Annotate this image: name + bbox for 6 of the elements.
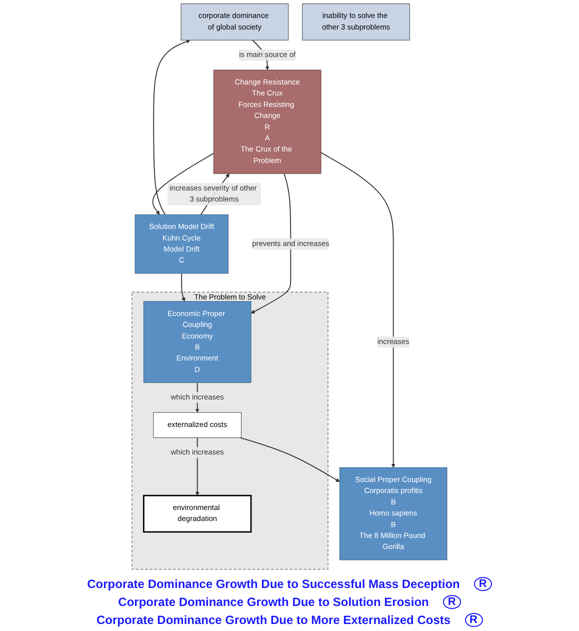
loop-name: Corporate Dominance Growth Due to More Externalized Costs bbox=[96, 613, 451, 627]
loop-name: Corporate Dominance Growth Due to Solution Erosion bbox=[118, 595, 429, 609]
loop-marker: R bbox=[474, 577, 492, 591]
loop-marker: R bbox=[442, 595, 461, 609]
loop-name: Corporate Dominance Growth Due to Successful Mass Deception bbox=[87, 577, 460, 591]
loop-marker: R bbox=[464, 613, 482, 627]
